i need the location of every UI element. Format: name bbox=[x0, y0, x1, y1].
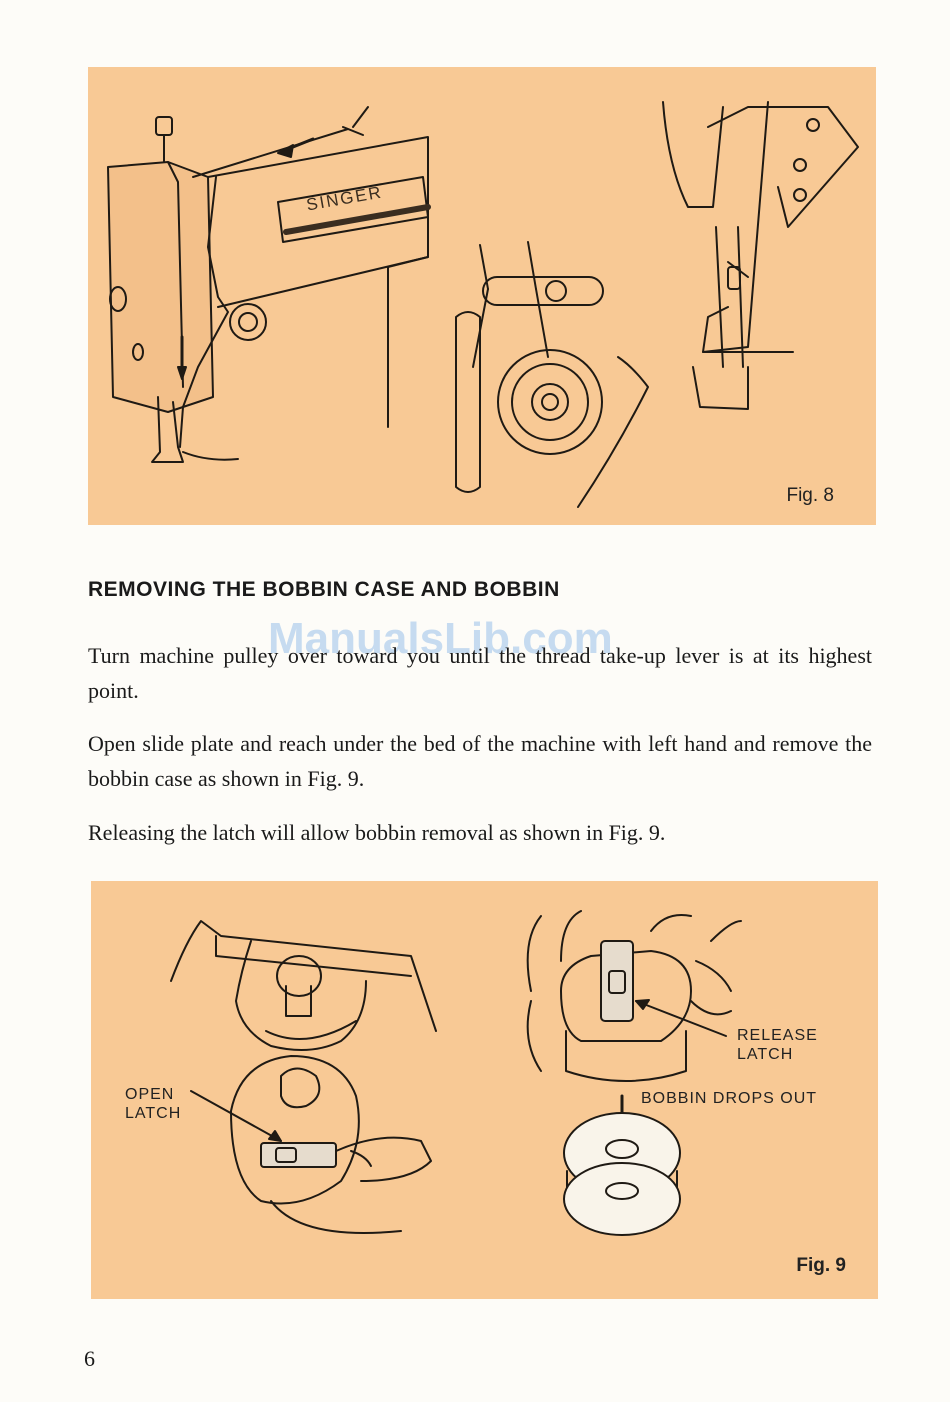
instruction-paragraph-1: Turn machine pulley over toward you unti… bbox=[88, 643, 872, 703]
instruction-paragraph-2: Open slide plate and reach under the bed… bbox=[88, 731, 872, 791]
instruction-paragraph-3: Releasing the latch will allow bobbin re… bbox=[88, 820, 666, 845]
release-latch-callout: RELEASE LATCH bbox=[737, 1027, 818, 1063]
figure-8-label: Fig. 8 bbox=[786, 485, 834, 506]
figure-8-panel: Fig. 8 SINGER bbox=[88, 67, 876, 525]
figure-9-label: Fig. 9 bbox=[796, 1255, 846, 1276]
page-number: 6 bbox=[84, 1346, 95, 1371]
open-latch-callout: OPEN LATCH bbox=[125, 1086, 182, 1122]
bobbin-drops-out-callout: BOBBIN DROPS OUT bbox=[641, 1090, 818, 1107]
figure-8-illustration bbox=[107, 101, 859, 508]
figure-9-illustration bbox=[170, 910, 742, 1236]
section-heading: REMOVING THE BOBBIN CASE AND BOBBIN bbox=[88, 578, 560, 601]
figure-9-panel: OPEN LATCH RELEASE LATCH BOBBIN DROPS OU… bbox=[91, 881, 878, 1299]
